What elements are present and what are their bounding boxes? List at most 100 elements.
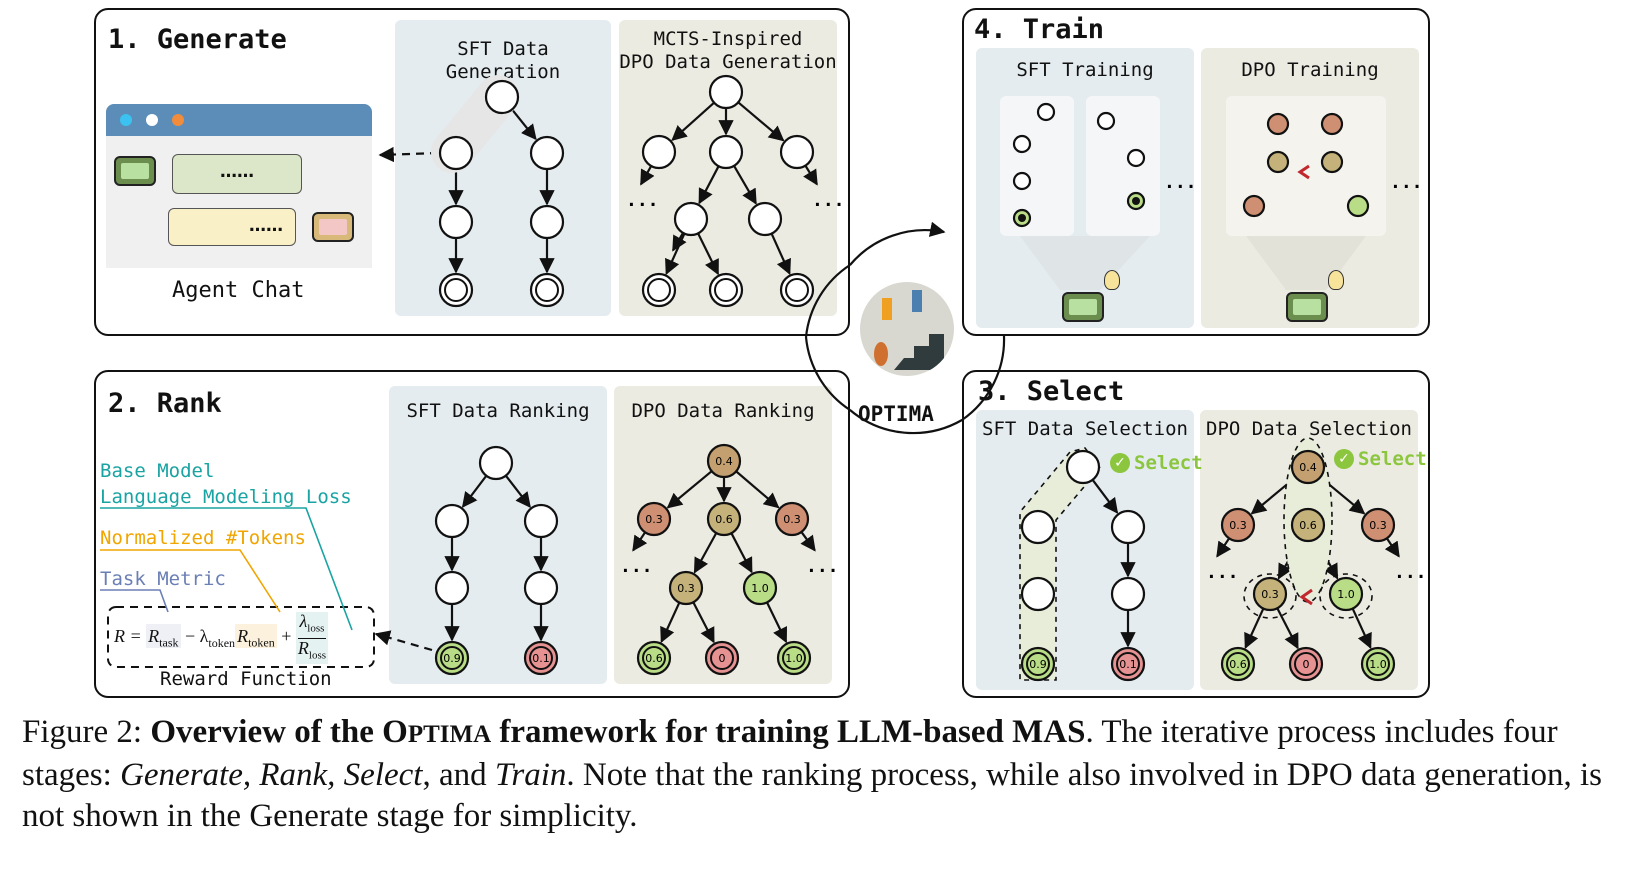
generate-title: 1. Generate — [108, 24, 287, 55]
node-value-label: 0.6 — [645, 652, 663, 665]
node-value-label: 0 — [1303, 658, 1310, 671]
sft-ranking-box: SFT Data Ranking — [389, 386, 607, 684]
tree-node-inner — [529, 646, 553, 670]
tree-node — [1110, 576, 1146, 612]
tree-node-inner — [714, 278, 738, 302]
sft-ranking-title: SFT Data Ranking — [406, 400, 590, 422]
preference-less-than-icon — [1299, 588, 1313, 606]
tree-node — [1020, 509, 1056, 545]
tree-edge — [697, 232, 720, 276]
agent-chat-label: Agent Chat — [172, 278, 305, 303]
cycle-arrow-top — [849, 221, 946, 266]
tree-node — [1126, 148, 1146, 168]
tree-node — [673, 201, 709, 237]
node-value-label: 1.0 — [785, 652, 803, 665]
tree-edge — [1216, 537, 1232, 558]
ellipsis-text: ... — [626, 190, 659, 211]
train-beam-dpo — [1246, 236, 1366, 290]
tree-edge — [504, 474, 531, 508]
tree-node — [747, 201, 783, 237]
node-value-label: 1.0 — [751, 582, 769, 595]
tree-edge — [666, 470, 713, 509]
node-value-label: 0.3 — [1229, 519, 1247, 532]
train-node — [1320, 150, 1344, 174]
lm-loss-connector — [100, 507, 353, 631]
sft-sample-card-2 — [1086, 96, 1160, 236]
tree-node — [1110, 509, 1146, 545]
caption-smallcaps: PTIMA — [407, 721, 492, 748]
formula-fraction: λloss Rloss — [295, 612, 329, 665]
tree-edge — [1351, 608, 1372, 650]
caption-rest-c: . Note that the ranking process, while a… — [22, 757, 1603, 834]
tree-edge — [698, 165, 720, 205]
window-dot-orange — [172, 114, 184, 126]
ellipsis-text: ... — [812, 190, 845, 211]
ranked-node — [774, 501, 810, 537]
tree-edge — [511, 108, 537, 141]
tree-node-inner — [1116, 652, 1140, 676]
rank-title: 2. Rank — [108, 388, 222, 419]
formula-r: R = — [114, 626, 147, 647]
tree-node-inner — [785, 278, 809, 302]
caption-bold-b: framework for training LLM-based MAS — [491, 714, 1086, 750]
preference-less-than-icon — [1297, 164, 1310, 180]
rejected-node — [1252, 576, 1288, 612]
task-metric-connector — [100, 589, 169, 613]
window-dot-blue — [120, 114, 132, 126]
lightbulb-icon-dpo — [1328, 270, 1344, 290]
caption-rest-b: , and — [422, 757, 495, 793]
tree-node-inner — [440, 646, 464, 670]
tree-node — [1036, 102, 1056, 122]
ranked-node — [1290, 449, 1326, 485]
agent-chat-window: …… …… — [106, 104, 372, 268]
sft-generation-box: SFT Data Generation — [395, 20, 611, 316]
tree-node — [523, 570, 559, 606]
tree-node — [1012, 171, 1032, 191]
tree-edge — [640, 165, 655, 186]
tree-edge — [770, 233, 791, 275]
tree-edge — [733, 165, 757, 205]
tree-node — [529, 204, 565, 240]
node-value-label: 1.0 — [1369, 658, 1387, 671]
reward-function-label: Reward Function — [160, 668, 332, 690]
train-beam-sft — [1020, 236, 1150, 290]
node-value-label: 0.9 — [443, 652, 461, 665]
tree-node — [478, 445, 514, 481]
tree-edge — [1384, 537, 1400, 558]
agent-icon-2 — [312, 212, 354, 242]
window-titlebar — [106, 104, 372, 136]
trained-agent-icon-dpo — [1286, 292, 1328, 322]
node-value-label: 1.0 — [1337, 588, 1355, 601]
train-node — [1320, 112, 1344, 136]
chat-bubble-yellow: …… — [168, 208, 296, 246]
tree-edge — [632, 531, 648, 552]
formula-rtoken-box: Rtoken — [235, 624, 277, 650]
tree-node-inner — [535, 278, 559, 302]
dpo-ranking-title: DPO Data Ranking — [631, 400, 815, 422]
select-label-dpo: Select — [1358, 448, 1427, 470]
tree-node-inner — [1294, 652, 1318, 676]
tree-node — [438, 135, 474, 171]
select-check-icon-sft: ✓ — [1110, 453, 1130, 473]
train-title: 4. Train — [974, 14, 1105, 45]
figure-caption: Figure 2: Overview of the OPTIMA framewo… — [22, 712, 1622, 837]
ellipsis-text: ... — [620, 556, 653, 577]
tree-edge — [660, 602, 681, 644]
ellipsis-text: ... — [1394, 562, 1427, 583]
window-dot-white — [146, 114, 158, 126]
tree-edge — [461, 475, 488, 508]
tree-node — [1096, 111, 1116, 131]
caption-stage-train: Train — [494, 757, 567, 793]
train-node — [1266, 150, 1290, 174]
tokens-connector — [100, 549, 281, 613]
ranked-node — [668, 570, 704, 606]
chosen-node — [1328, 576, 1364, 612]
tree-edge — [692, 601, 715, 644]
optima-logo — [860, 282, 954, 376]
caption-stages: Generate, Rank, Select — [120, 757, 423, 793]
tree-node-inner — [1026, 652, 1050, 676]
ranked-node — [636, 501, 672, 537]
tree-edge — [693, 532, 718, 574]
tree-node-inner — [647, 278, 671, 302]
